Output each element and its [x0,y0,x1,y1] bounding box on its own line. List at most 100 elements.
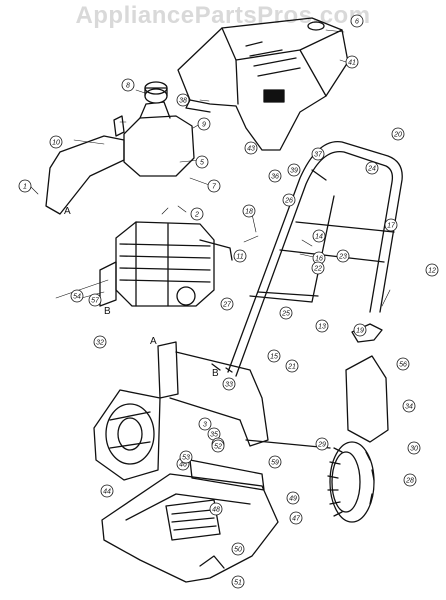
callout-44: 44 [100,484,114,498]
callout-19: 19 [353,323,367,337]
watermark-text: AppliancePartsPros.com [75,2,371,29]
callout-number: 35 [210,432,218,439]
callout-circle [285,359,299,373]
callout-number: 51 [234,580,242,587]
callout-33: 33 [222,377,236,391]
callout-circle [233,249,247,263]
callout-number: 10 [52,140,60,147]
callout-number: 27 [222,302,232,309]
callout-26: 26 [282,193,296,207]
callout-circle [197,117,211,131]
callout-number: 14 [315,234,323,241]
callout-circle [396,357,410,371]
callout-circle [345,55,359,69]
callout-number: 37 [314,152,323,159]
callout-number: 25 [281,311,290,318]
callout-circle [391,127,405,141]
callout-50: 50 [231,542,245,556]
callout-32: 32 [93,335,107,349]
callout-52: 52 [211,439,225,453]
callout-number: 53 [182,455,190,462]
callout-24: 24 [365,161,379,175]
callout-circle [365,161,379,175]
callout-number: 6 [355,19,359,26]
callout-17: 17 [384,218,398,232]
callout-18: 18 [242,204,256,218]
callout-number: 19 [356,328,364,335]
callout-circle [315,319,329,333]
callout-53: 53 [179,450,193,464]
callout-circle [222,377,236,391]
callout-23: 23 [336,249,350,263]
callout-number: 1 [23,184,27,191]
axle-part [245,439,331,449]
callout-number: 54 [73,294,81,301]
callout-circle [88,293,102,307]
callout-circle [190,207,204,221]
callout-number: 28 [405,478,414,485]
callout-circle [402,399,416,413]
callout-48: 48 [209,502,223,516]
callout-circle [350,14,364,28]
letter-b-label: B [104,306,111,317]
callout-number: 33 [225,382,233,389]
callout-49: 49 [286,491,300,505]
callout-circle [312,229,326,243]
callout-28: 28 [403,473,417,487]
callout-number: 15 [270,354,278,361]
callout-25: 25 [279,306,293,320]
callout-6: 6 [350,14,364,28]
callout-circle [93,335,107,349]
callout-number: 24 [367,166,376,173]
callout-1: 1 [18,179,32,193]
callout-number: 32 [96,340,104,347]
callout-number: 59 [271,460,279,467]
callout-39: 39 [287,163,301,177]
callout-41: 41 [345,55,359,69]
callout-circle [279,306,293,320]
callout-34: 34 [402,399,416,413]
handle-part [227,141,403,377]
callout-21: 21 [285,359,299,373]
callout-number: 49 [289,496,297,503]
callout-number: 41 [348,60,356,67]
callout-circle [311,261,325,275]
callout-47: 47 [289,511,303,525]
callout-54: 54 [70,289,84,303]
callout-number: 13 [318,324,326,331]
callout-57: 57 [88,293,102,307]
callout-3: 3 [198,417,212,431]
callout-13: 13 [315,319,329,333]
skid-plate-part [101,459,279,583]
callout-number: 12 [428,268,436,275]
callout-circle [18,179,32,193]
callout-8: 8 [121,78,135,92]
callout-circle [244,141,258,155]
letter-labels: A A B B [64,206,219,379]
callout-5: 5 [195,155,209,169]
callout-circle [49,135,63,149]
callout-number: 30 [410,446,418,453]
callout-20: 20 [391,127,405,141]
callout-number: 21 [287,364,296,371]
callout-10: 10 [49,135,63,149]
callout-group: 1235678910111213141516171819202122232425… [18,14,439,589]
callout-number: 2 [194,212,199,219]
callout-circle [207,179,221,193]
rotor-part [93,389,161,481]
callout-number: 26 [284,198,293,205]
callout-number: 50 [234,547,242,554]
callout-circle [336,249,350,263]
callout-7: 7 [207,179,221,193]
callout-37: 37 [311,147,325,161]
auger-housing-part [157,341,269,447]
callout-circle [289,511,303,525]
callout-circle [384,218,398,232]
callout-9: 9 [197,117,211,131]
callout-number: 22 [313,266,322,273]
callout-circle [211,439,225,453]
callout-circle [121,78,135,92]
callout-15: 15 [267,349,281,363]
